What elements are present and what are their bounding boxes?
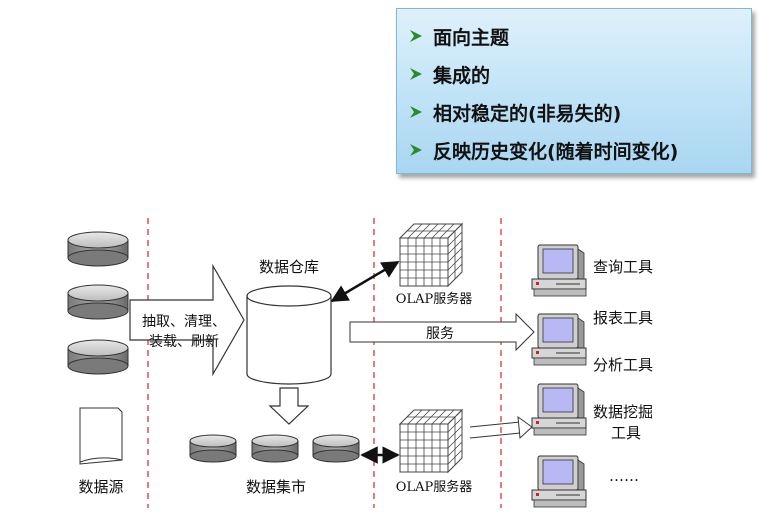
computer-icon: [531, 455, 587, 508]
service-arrow: [349, 312, 535, 352]
arrow-bullet-icon: [410, 30, 422, 42]
etl-arrow: [129, 263, 245, 377]
etl-label-line1: 抽取、清理、: [142, 314, 226, 330]
cube-tools-arrow: [469, 421, 521, 428]
feature-label: 反映历史变化(随着时间变化): [433, 140, 679, 163]
feature-label: 相对稳定的(非易失的): [433, 102, 622, 125]
warehouse-olap-arrow: [330, 260, 400, 303]
etl-label-line2: 装载、刷新: [149, 334, 219, 350]
source-disk-icon: [67, 339, 129, 375]
olap-server-label-top: OLAP服务器: [396, 291, 472, 307]
service-label: 服务: [426, 326, 454, 342]
tool-label-analysis: 分析工具: [593, 356, 653, 374]
computer-icon: [531, 383, 587, 436]
feature-item: 相对稳定的(非易失的): [409, 93, 751, 131]
warehouse-label: 数据仓库: [259, 258, 319, 276]
olap-cube-icon: [399, 223, 463, 287]
tool-label-query: 查询工具: [593, 258, 653, 276]
data-source-label: 数据源: [78, 478, 123, 496]
document-icon: [79, 407, 123, 465]
arrow-bullet-icon: [410, 68, 422, 80]
data-mart-label: 数据集市: [246, 478, 306, 496]
tool-label-more: ……: [609, 467, 639, 485]
olap-cube-icon: [399, 409, 463, 473]
tool-label-mining-line2: 工具: [611, 424, 641, 442]
feature-callout: 面向主题 集成的 相对稳定的(非易失的) 反映历史变化(随着时间变化): [396, 8, 752, 174]
source-disk-icon: [67, 284, 129, 320]
tool-label-report: 报表工具: [593, 309, 653, 327]
olap-server-label-bottom: OLAP服务器: [396, 479, 472, 495]
down-arrow: [268, 387, 310, 425]
feature-label: 面向主题: [433, 26, 510, 49]
feature-item: 集成的: [409, 55, 751, 93]
warehouse-cylinder-icon: [246, 285, 332, 385]
mart-disk-icon: [312, 434, 360, 463]
arrow-bullet-icon: [410, 106, 422, 118]
mart-disk-icon: [251, 434, 299, 463]
feature-item: 面向主题: [409, 17, 751, 55]
source-disk-icon: [67, 231, 129, 267]
computer-icon: [531, 313, 587, 366]
arrow-bullet-icon: [410, 144, 422, 156]
tool-label-mining: 数据挖掘: [593, 403, 653, 421]
feature-item: 反映历史变化(随着时间变化): [409, 131, 751, 169]
mart-disk-icon: [189, 434, 237, 463]
computer-icon: [531, 244, 587, 297]
feature-label: 集成的: [433, 64, 491, 87]
